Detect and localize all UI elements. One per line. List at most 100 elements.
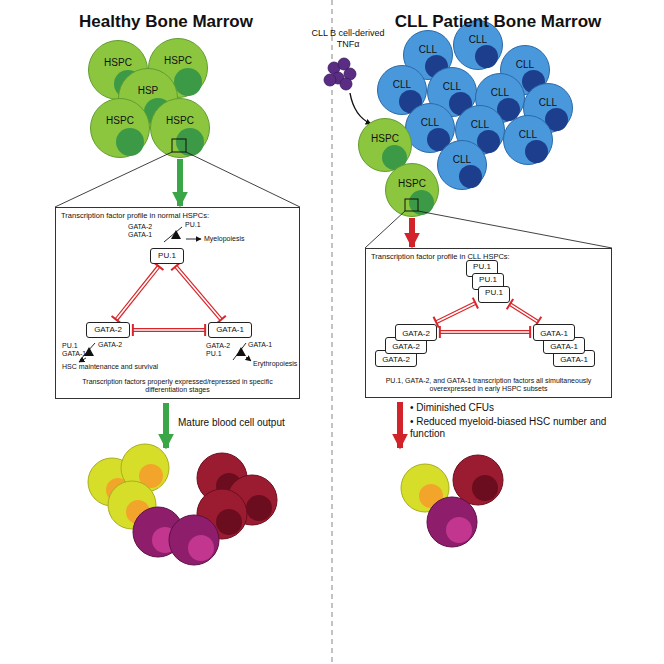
factor-box: GATA-2: [86, 322, 130, 338]
factor-name: PU.1: [479, 275, 497, 285]
cell-nucleus: [116, 128, 144, 156]
annotation-label: • Diminished CFUs: [410, 402, 494, 414]
cell-nucleus: [475, 45, 498, 68]
cell-label: CLL: [539, 97, 557, 110]
cell-circle: HSPC: [90, 98, 150, 158]
panel-divider: [331, 0, 332, 664]
connector-inner: [437, 303, 474, 321]
factor-name: PU.1: [473, 262, 491, 272]
inhibition-link: [116, 266, 158, 319]
annotation-label: HSC maintenance and survival: [62, 363, 158, 371]
connector-line: [510, 304, 538, 322]
cell-circle: CLL: [503, 115, 553, 165]
cell-label: CLL: [471, 119, 489, 132]
cell-circle: CLL: [437, 140, 487, 190]
panel-note: PU.1, GATA-2, and GATA-1 transcription f…: [371, 377, 606, 395]
label-holder: GATA-2: [128, 223, 152, 231]
panel-title: Healthy Bone Marrow: [16, 12, 316, 32]
inhibition-link: [133, 330, 205, 331]
label-holder: GATA-1: [62, 350, 86, 358]
cell-label: HSPC: [398, 178, 426, 191]
factor-name: PU.1: [485, 288, 503, 298]
factor-box: GATA-2: [395, 324, 437, 341]
cell-label: CLL: [491, 87, 509, 100]
panel-heading: Transcription factor profile in CLL HSPC…: [371, 252, 606, 261]
cell-nucleus: [176, 128, 204, 156]
detail-panel: Transcription factor profile in CLL HSPC…: [365, 248, 612, 398]
cell-label: CLL: [519, 129, 537, 142]
tnf-molecule: [324, 58, 356, 90]
annotation-label: GATA-1: [248, 341, 272, 349]
zoom-line: [55, 152, 172, 207]
zoom-square: [172, 139, 186, 152]
cell-label: HSPC: [104, 57, 132, 70]
connector-line: [409, 218, 415, 247]
secretion-arrow: [350, 93, 371, 124]
detail-panel: Transcription factor profile in normal H…: [55, 207, 300, 399]
connector-inner: [134, 329, 204, 331]
label-holder: GATA-2: [98, 341, 122, 349]
connector-inner: [441, 331, 529, 333]
factor-name: GATA-2: [392, 342, 420, 352]
factor-name: GATA-1: [560, 355, 588, 365]
label-holder: • Diminished CFUs: [410, 402, 494, 414]
label-holder: CLL B cell-derived TNFα: [300, 28, 396, 50]
cell-label: CLL: [516, 59, 534, 72]
annotation-label: PU.1: [62, 342, 78, 350]
cell-label: HSPC: [164, 55, 192, 68]
panel-note: Transcription factors properly expressed…: [61, 378, 294, 396]
cell-label: HSPC: [106, 115, 134, 128]
cell-label: CLL: [393, 79, 411, 92]
connector-inner: [511, 305, 537, 322]
factor-box: GATA-1: [208, 322, 252, 338]
output-arrow: [397, 402, 403, 448]
cell-circle: HSPC: [150, 98, 210, 158]
connector-inner: [117, 267, 158, 319]
cell-label: CLL: [421, 117, 439, 130]
label-holder: PU.1: [185, 221, 201, 229]
blood-cells: [88, 444, 277, 565]
connector-line: [177, 159, 183, 206]
flow-arrow: [180, 159, 181, 206]
annotation-label: GATA-2: [98, 341, 122, 349]
factor-name: GATA-1: [550, 342, 578, 352]
cell-circle: HSPC: [385, 163, 439, 217]
cell-label: CLL: [419, 44, 437, 57]
cell-label: HSPC: [371, 133, 399, 146]
cell-label: HSPC: [166, 115, 194, 128]
label-holder: GATA-1: [128, 231, 152, 239]
panel-title: CLL Patient Bone Marrow: [348, 12, 648, 32]
label-holder: PU.1: [206, 350, 222, 358]
cell-nucleus: [409, 190, 434, 215]
panel-heading: Transcription factor profile in normal H…: [61, 211, 294, 220]
label-holder: GATA-1: [248, 341, 272, 349]
cell-nucleus: [525, 140, 548, 163]
factor-name: GATA-1: [216, 325, 244, 335]
connector-line: [176, 266, 221, 319]
blood-cells: [401, 455, 503, 547]
cell-label: CLL: [469, 34, 487, 47]
regulation-symbols: [79, 227, 251, 362]
label-holder: GATA-2: [206, 342, 230, 350]
inhibition-link: [510, 304, 538, 322]
zoom-square: [405, 199, 418, 211]
factor-box: GATA-1: [533, 324, 575, 341]
annotation-label: • Reduced myeloid-biased HSC number and …: [410, 416, 642, 440]
annotation-label: Mature blood cell output: [178, 417, 285, 429]
cell-nucleus: [459, 165, 482, 188]
label-holder: CLL Patient Bone Marrow: [348, 12, 648, 32]
label-holder: PU.1: [62, 342, 78, 350]
annotation-label: PU.1: [206, 350, 222, 358]
flow-arrow: [412, 218, 413, 247]
cell-label: CLL: [443, 81, 461, 94]
factor-name: PU.1: [158, 251, 176, 261]
annotation-label: Erythropoiesis: [253, 360, 297, 368]
annotation-label: Myelopoiesis: [204, 235, 244, 243]
factor-name: GATA-2: [382, 355, 410, 365]
annotation-label: GATA-1: [62, 350, 86, 358]
cell-nucleus: [174, 68, 202, 96]
connector-line: [133, 328, 205, 332]
factor-name: GATA-2: [94, 325, 122, 335]
annotation-label: GATA-2: [206, 342, 230, 350]
